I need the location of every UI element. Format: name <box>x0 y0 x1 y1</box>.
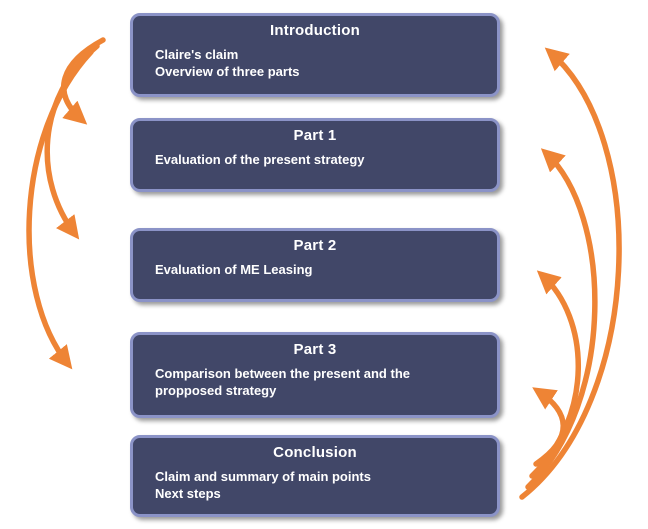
box-line: Claim and summary of main points <box>155 469 371 484</box>
box-part-3-body: Comparison between the present and the p… <box>133 366 497 400</box>
arrow-conclusion-to-part1-icon <box>525 148 598 490</box>
box-conclusion-title: Conclusion <box>273 444 357 461</box>
arrow-conclusion-to-intro-icon <box>519 47 622 500</box>
arrow-intro-to-part2-icon <box>44 43 100 240</box>
box-conclusion-body: Claim and summary of main points Next st… <box>133 469 497 503</box>
box-line: Claire's claim <box>155 47 239 62</box>
box-part-3: Part 3 Comparison between the present an… <box>130 332 500 418</box>
arrow-intro-to-part3-icon <box>26 49 94 370</box>
box-line: Evaluation of the present strategy <box>155 152 365 167</box>
box-introduction-body: Claire's claim Overview of three parts <box>133 47 497 81</box>
box-line: Overview of three parts <box>155 63 300 79</box>
arrow-conclusion-to-part2-icon <box>529 270 581 479</box>
box-part-2-title: Part 2 <box>293 237 337 254</box>
box-introduction-title: Introduction <box>270 22 360 39</box>
box-line: Next steps <box>155 485 221 501</box>
box-line: Evaluation of ME Leasing <box>155 262 313 277</box>
arrow-intro-to-part1-icon <box>61 37 106 125</box>
box-part-1-body: Evaluation of the present strategy <box>133 152 497 169</box>
box-part-1-title: Part 1 <box>293 127 337 144</box>
box-conclusion: Conclusion Claim and summary of main poi… <box>130 435 500 517</box>
box-part-3-title: Part 3 <box>293 341 337 358</box>
box-part-2-body: Evaluation of ME Leasing <box>133 262 497 279</box>
box-part-1: Part 1 Evaluation of the present strateg… <box>130 118 500 192</box>
box-line: Comparison between the present and the <box>155 366 410 381</box>
arrow-conclusion-to-part3-icon <box>532 387 566 467</box>
box-introduction: Introduction Claire's claim Overview of … <box>130 13 500 97</box>
box-part-2: Part 2 Evaluation of ME Leasing <box>130 228 500 302</box>
box-line: propposed strategy <box>155 382 277 398</box>
